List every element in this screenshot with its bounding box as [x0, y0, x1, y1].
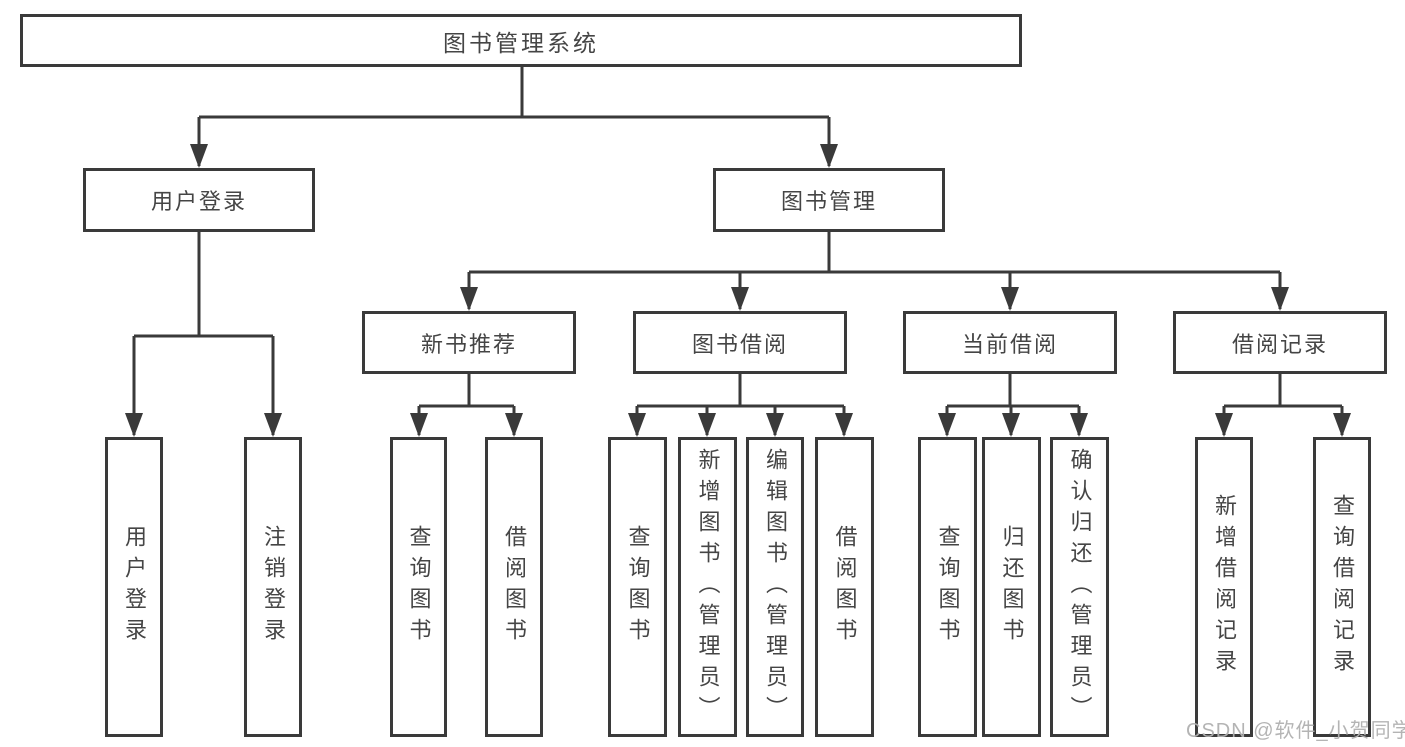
leaf-confirm-return-admin: 确认归还（管理员） [1050, 437, 1109, 737]
node-new-book-recommend-label: 新书推荐 [420, 331, 517, 357]
leaf-add-borrow-record-label: 新增借阅记录 [1212, 494, 1237, 680]
leaf-edit-books-admin: 编辑图书（管理员） [746, 437, 804, 737]
leaf-add-books-admin: 新增图书（管理员） [678, 437, 737, 737]
leaf-query-books-current: 查询图书 [918, 437, 977, 737]
node-book-management-label: 图书管理 [780, 189, 877, 214]
leaf-query-books-recommend: 查询图书 [390, 437, 447, 737]
leaf-edit-books-admin-label: 编辑图书（管理员） [763, 447, 788, 727]
node-borrowing-records: 借阅记录 [1173, 311, 1387, 374]
leaf-add-borrow-record: 新增借阅记录 [1195, 437, 1253, 737]
node-current-borrowing-label: 当前借阅 [961, 331, 1058, 357]
leaf-query-borrow-record: 查询借阅记录 [1313, 437, 1371, 737]
node-current-borrowing: 当前借阅 [903, 311, 1117, 374]
node-borrowing-records-label: 借阅记录 [1231, 331, 1328, 357]
leaf-confirm-return-admin-label: 确认归还（管理员） [1067, 447, 1093, 727]
leaf-borrow-books-borrowing-label: 借阅图书 [832, 525, 858, 649]
node-book-management: 图书管理 [713, 168, 945, 232]
leaf-query-books-recommend-label: 查询图书 [406, 525, 432, 649]
node-root-label: 图书管理系统 [443, 29, 599, 56]
leaf-logout: 注销登录 [244, 437, 302, 737]
node-book-borrowing: 图书借阅 [633, 311, 847, 374]
node-user-login-label: 用户登录 [150, 189, 247, 214]
node-user-login: 用户登录 [83, 168, 315, 232]
leaf-user-login-label: 用户登录 [122, 525, 147, 649]
leaf-query-books-borrowing-label: 查询图书 [625, 525, 651, 649]
leaf-logout-label: 注销登录 [261, 525, 286, 649]
leaf-query-books-borrowing: 查询图书 [608, 437, 667, 737]
node-root: 图书管理系统 [20, 14, 1022, 67]
leaf-query-books-current-label: 查询图书 [935, 525, 961, 649]
leaf-borrow-books-recommend-label: 借阅图书 [502, 525, 527, 649]
leaf-borrow-books-borrowing: 借阅图书 [815, 437, 874, 737]
leaf-borrow-books-recommend: 借阅图书 [485, 437, 543, 737]
leaf-user-login: 用户登录 [105, 437, 163, 737]
leaf-return-books: 归还图书 [982, 437, 1041, 737]
watermark: CSDN @软件_小贺同学 [1186, 720, 1405, 742]
leaf-return-books-label: 归还图书 [999, 525, 1025, 649]
leaf-add-books-admin-label: 新增图书（管理员） [695, 447, 721, 727]
leaf-query-borrow-record-label: 查询借阅记录 [1330, 494, 1355, 680]
node-new-book-recommend: 新书推荐 [362, 311, 576, 374]
node-book-borrowing-label: 图书借阅 [691, 331, 788, 357]
